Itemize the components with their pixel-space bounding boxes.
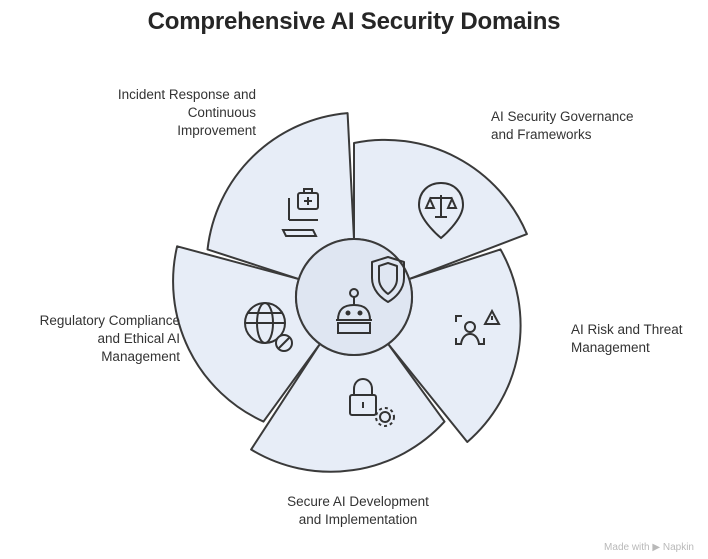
label-governance: AI Security Governance and Frameworks bbox=[491, 109, 634, 142]
robot-icon bbox=[336, 288, 372, 334]
napkin-credit: Made with ▶ Napkin bbox=[604, 542, 694, 553]
shield-icon bbox=[371, 256, 405, 303]
face-scan-warning-icon bbox=[455, 308, 501, 345]
label-incident-response: Incident Response and Continuous Improve… bbox=[117, 87, 256, 138]
label-risk-threat: AI Risk and Threat Management bbox=[571, 322, 683, 355]
globe-no-icon bbox=[244, 302, 293, 352]
computer-medical-icon bbox=[281, 188, 319, 237]
label-secure-development: Secure AI Development and Implementation bbox=[287, 494, 429, 527]
page-title: Comprehensive AI Security Domains bbox=[147, 8, 561, 35]
lock-gear-icon bbox=[349, 377, 395, 427]
label-regulatory-compliance: Regulatory Compliance and Ethical AI Man… bbox=[39, 313, 180, 364]
scales-balance-icon bbox=[417, 181, 465, 240]
